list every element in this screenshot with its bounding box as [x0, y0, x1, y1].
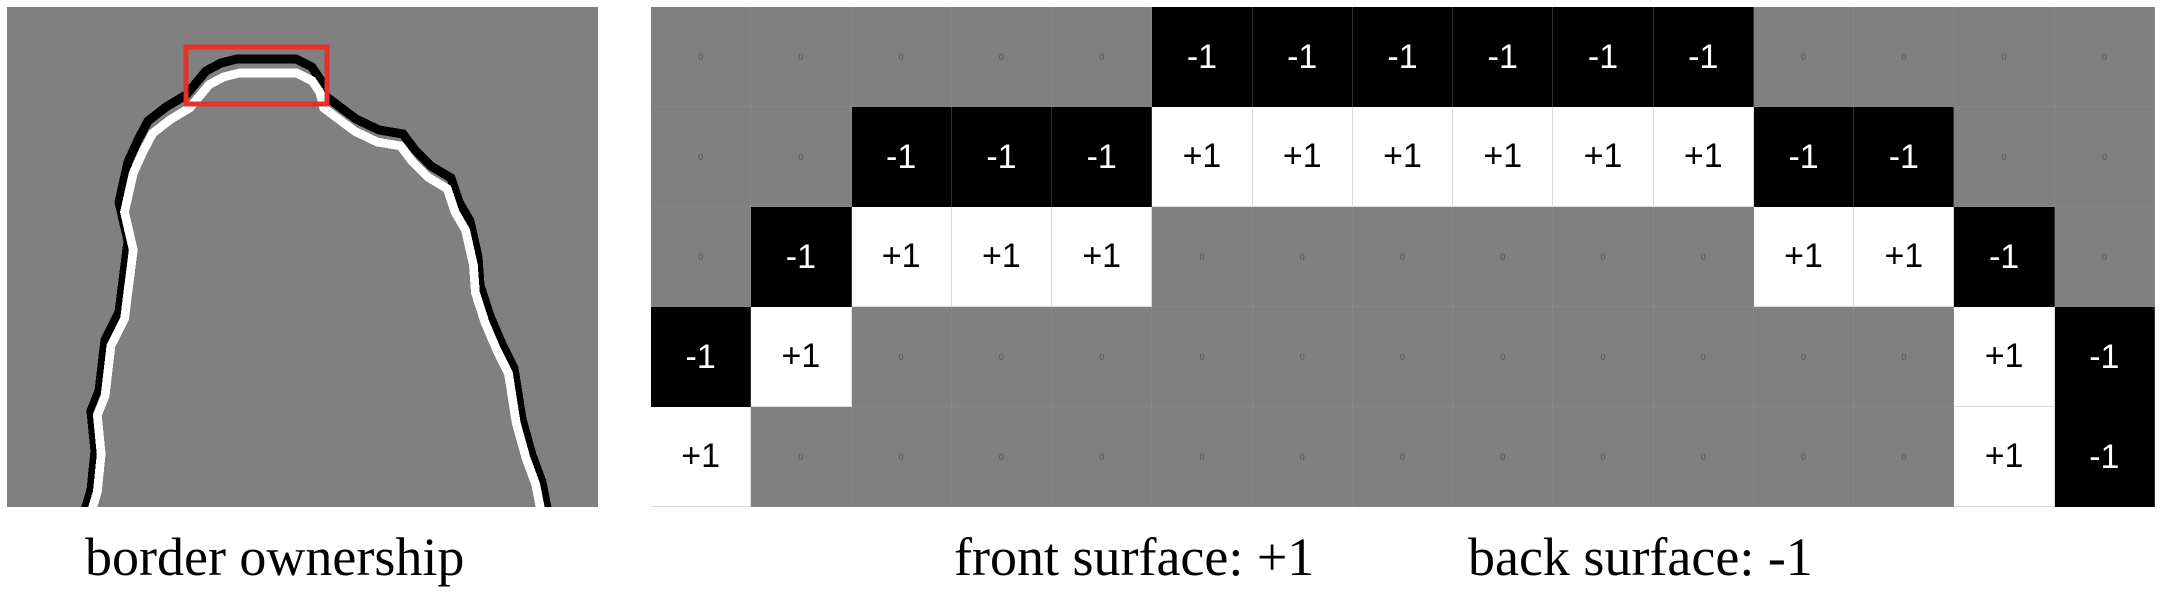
grid-cell-zero: 0	[1252, 407, 1353, 507]
grid-cell-zero: 0	[951, 7, 1053, 107]
grid-cell-back: -1	[1453, 7, 1554, 107]
grid-cell-zero: 0	[1252, 307, 1353, 407]
grid-cell-zero: 0	[1553, 307, 1654, 407]
grid-cell-zero: 0	[1653, 207, 1754, 307]
grid-cell-front: +1	[1052, 207, 1153, 307]
grid-cell-zero: 0	[1052, 7, 1153, 107]
grid-cell-back: -1	[751, 207, 852, 307]
border-ownership-caption: border ownership	[85, 527, 465, 587]
grid-cell-zero: 0	[1954, 7, 2055, 107]
grid-cell-zero: 0	[2054, 107, 2155, 207]
grid-cell-zero: 0	[1854, 307, 1955, 407]
grid-cell-back: -1	[1052, 107, 1153, 207]
grid-cell-front: +1	[1954, 407, 2055, 507]
grid-cell-zero: 0	[1854, 7, 1955, 107]
back-surface-label: back surface: -1	[1468, 527, 1813, 587]
grid-cell-zero: 0	[1954, 107, 2055, 207]
grid-cell-zero: 0	[651, 7, 752, 107]
grid-cell-zero: 0	[751, 7, 852, 107]
grid-cell-zero: 0	[2054, 7, 2155, 107]
grid-cell-zero: 0	[851, 7, 952, 107]
grid-cell-zero: 0	[851, 407, 952, 507]
grid-cell-zero: 0	[651, 107, 752, 207]
grid-cell-front: +1	[851, 207, 952, 307]
grid-cell-back: -1	[951, 107, 1053, 207]
grid-cell-back: -1	[1753, 107, 1855, 207]
contour-svg	[81, 44, 552, 507]
grid-cell-back: -1	[1954, 207, 2055, 307]
grid-cell-back: -1	[2054, 407, 2155, 507]
grid-cell-zero: 0	[1352, 307, 1454, 407]
grid-cell-zero: 0	[951, 407, 1053, 507]
grid-cell-front: +1	[651, 407, 752, 507]
grid-cell-front: +1	[1252, 107, 1353, 207]
grid-cell-zero: 0	[1753, 407, 1855, 507]
grid-cell-zero: 0	[1553, 207, 1654, 307]
grid-cell-back: -1	[1553, 7, 1654, 107]
grid-cell-zero: 0	[751, 107, 852, 207]
grid-cell-zero: 0	[1854, 407, 1955, 507]
grid-cell-front: +1	[1352, 107, 1454, 207]
grid-cell-zero: 0	[1653, 307, 1754, 407]
grid-cell-back: -1	[2054, 307, 2155, 407]
grid-cell-zero: 0	[2054, 207, 2155, 307]
grid-cell-front: +1	[1653, 107, 1754, 207]
border-ownership-image	[7, 7, 598, 507]
grid-cell-zero: 0	[1152, 407, 1253, 507]
grid-cell-zero: 0	[1753, 307, 1855, 407]
grid-cell-zero: 0	[1453, 407, 1554, 507]
front-surface-label: front surface: +1	[954, 527, 1315, 587]
grid-cell-front: +1	[1553, 107, 1654, 207]
grid-cell-front: +1	[751, 307, 852, 407]
grid-cell-zero: 0	[1052, 307, 1153, 407]
grid-cell-zero: 0	[1252, 207, 1353, 307]
grid-cell-back: -1	[1352, 7, 1454, 107]
zoom-region-highlight	[183, 44, 330, 107]
grid-cell-zero: 0	[651, 207, 752, 307]
grid-cell-back: -1	[851, 107, 952, 207]
grid-cell-zero: 0	[1453, 207, 1554, 307]
grid-cell-zero: 0	[1753, 7, 1855, 107]
grid-cell-back: -1	[651, 307, 752, 407]
grid-cell-zero: 0	[1152, 207, 1253, 307]
contour-back-edge	[81, 54, 552, 507]
grid-cell-zero: 0	[1352, 407, 1454, 507]
grid-cell-front: +1	[1152, 107, 1253, 207]
grid-cell-front: +1	[1954, 307, 2055, 407]
contour-front-edge	[88, 68, 545, 507]
grid-cell-back: -1	[1152, 7, 1253, 107]
grid-cell-front: +1	[951, 207, 1053, 307]
grid-cell-zero: 0	[1052, 407, 1153, 507]
grid-cell-zero: 0	[951, 307, 1053, 407]
grid-cell-back: -1	[1252, 7, 1353, 107]
grid-cell-front: +1	[1453, 107, 1554, 207]
grid-cell-front: +1	[1854, 207, 1955, 307]
grid-cell-front: +1	[1753, 207, 1855, 307]
grid-cell-zero: 0	[851, 307, 952, 407]
grid-cell-zero: 0	[1352, 207, 1454, 307]
grid-cell-zero: 0	[1453, 307, 1554, 407]
grid-cell-zero: 0	[1152, 307, 1253, 407]
grid-cell-back: -1	[1854, 107, 1955, 207]
grid-cell-zero: 0	[1653, 407, 1754, 507]
grid-cell-zero: 0	[1553, 407, 1654, 507]
grid-cell-zero: 0	[751, 407, 852, 507]
grid-cell-back: -1	[1653, 7, 1754, 107]
